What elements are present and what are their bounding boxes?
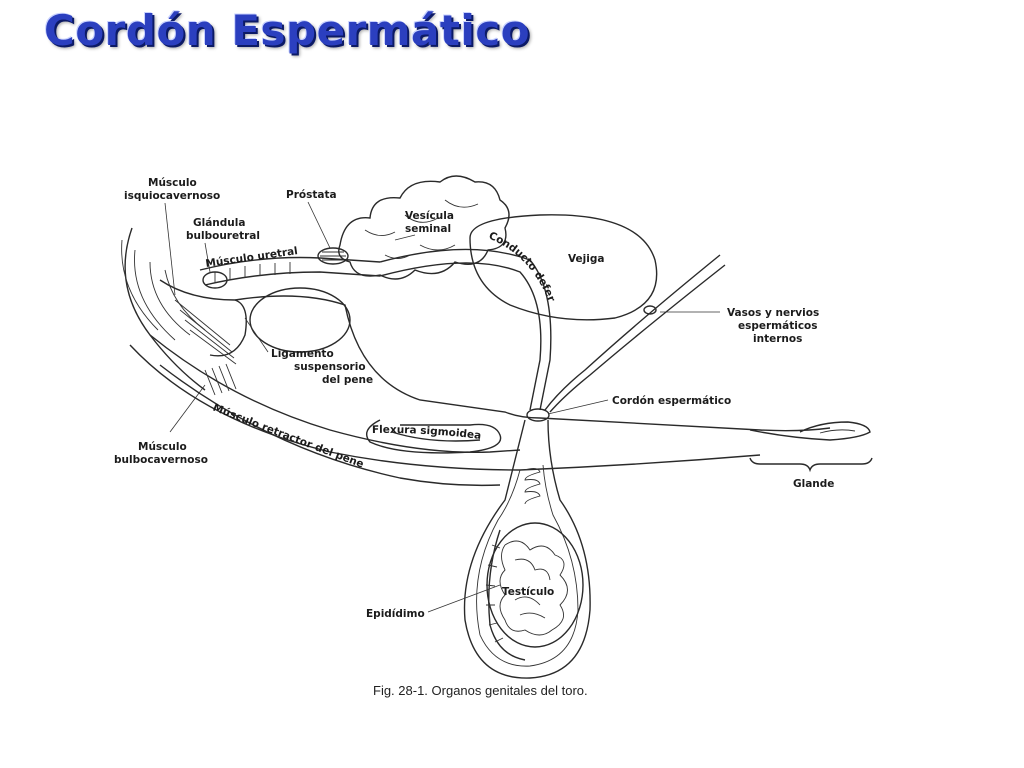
- conducto-deferente: [379, 248, 552, 411]
- label-vasos-nervios-2: espermáticos: [738, 320, 818, 332]
- label-musculo-bulbocavernoso-2: bulbocavernoso: [114, 454, 208, 466]
- label-ligamento-3: del pene: [322, 374, 373, 386]
- testiculo: [486, 522, 584, 648]
- leader-lines: [164, 201, 720, 613]
- glande: [749, 421, 873, 473]
- label-musculo-bulbocavernoso-1: Músculo: [138, 441, 187, 453]
- label-vejiga: Vejiga: [568, 253, 604, 265]
- musculo-bulbocavernoso: [204, 363, 237, 396]
- prostata: [317, 247, 349, 265]
- label-vesicula-seminal-1: Vesícula: [405, 210, 454, 222]
- label-cordon-espermatico: Cordón espermático: [612, 395, 731, 407]
- label-ligamento-2: suspensorio: [294, 361, 366, 373]
- musculo-isquiocavernoso: [174, 299, 237, 365]
- label-glandula-bulbouretral-2: bulbouretral: [186, 230, 260, 242]
- label-musculo-isquiocavernoso-2: isquiocavernoso: [124, 190, 220, 202]
- label-ligamento-1: Ligamento: [271, 348, 334, 360]
- label-glandula-bulbouretral-1: Glándula: [193, 217, 245, 229]
- ligamento-suspensorio: [249, 287, 351, 353]
- plexo-pampiniforme: [524, 467, 541, 505]
- figure-caption: Fig. 28-1. Organos genitales del toro.: [373, 683, 588, 698]
- figure-labels: Músculo isquiocavernoso Glándula bulbour…: [0, 0, 834, 620]
- vesicula-seminal: [338, 175, 510, 280]
- flexura-sigmoidea: [366, 419, 502, 454]
- pelvic-region: [121, 227, 247, 391]
- slide-title: Cordón Espermático: [44, 6, 531, 55]
- vejiga: [469, 214, 658, 321]
- escroto: [463, 419, 591, 679]
- label-musculo-retractor: Músculo retractor del pene: [211, 402, 365, 471]
- label-prostata: Próstata: [286, 189, 337, 201]
- label-musculo-isquiocavernoso-1: Músculo: [148, 177, 197, 189]
- label-epididimo: Epidídimo: [366, 608, 425, 620]
- label-glande: Glande: [793, 478, 834, 490]
- glandula-bulbouretral: [202, 271, 228, 289]
- label-musculo-uretral: Músculo uretral: [205, 245, 299, 270]
- label-vesicula-seminal-2: seminal: [405, 223, 451, 235]
- label-vasos-nervios-3: internos: [753, 333, 802, 345]
- musculo-retractor-pene: [159, 364, 501, 487]
- pene: [129, 295, 831, 471]
- vasos-nervios-espermaticos: [544, 254, 726, 413]
- label-testiculo: Testículo: [502, 586, 554, 598]
- cordon-espermatico: [526, 408, 550, 422]
- musculo-uretral: [199, 256, 381, 286]
- label-vasos-nervios-1: Vasos y nervios: [727, 307, 819, 319]
